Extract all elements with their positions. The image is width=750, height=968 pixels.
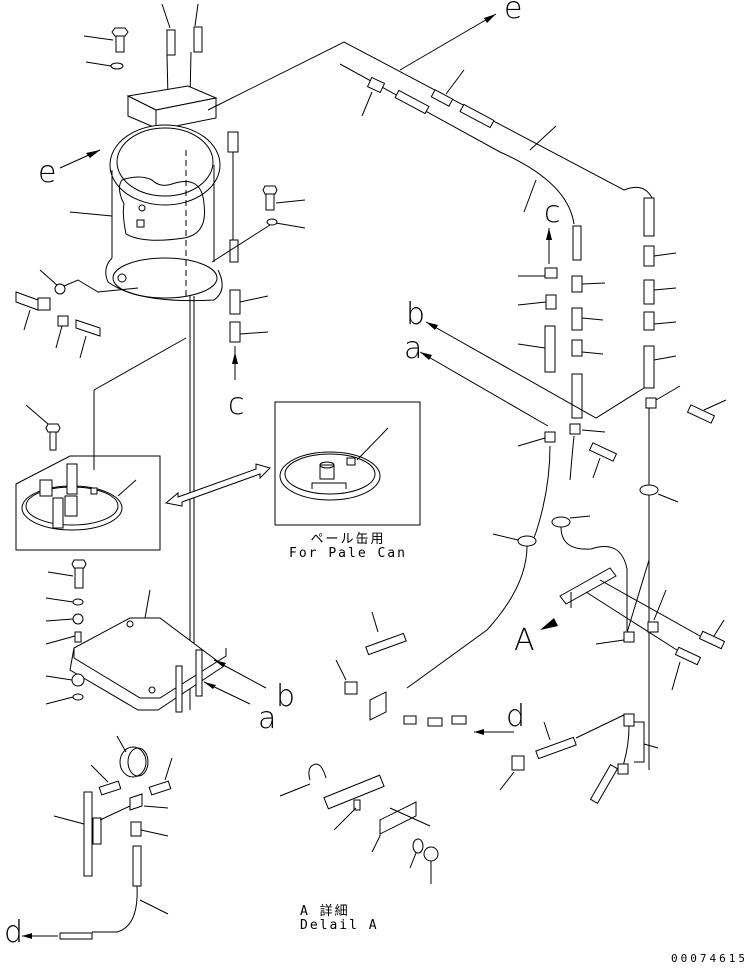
pale-can-caption-en: For Pale Can xyxy=(289,546,407,561)
lower-hoses xyxy=(335,611,659,805)
ref-label-A-view: A xyxy=(514,623,535,658)
ref-label-d-left: d xyxy=(4,915,24,950)
fitting-1 xyxy=(229,289,241,315)
ref-label-b-upper: b xyxy=(406,297,426,332)
document-number: 00074615 xyxy=(671,952,748,965)
level-card-1 xyxy=(166,29,176,56)
pale-can-inset xyxy=(274,401,421,526)
washer-top xyxy=(110,62,124,70)
ref-label-e-left: e xyxy=(38,155,57,190)
detail-a-caption-jp: A 詳細 xyxy=(300,904,350,919)
lid-inset-left xyxy=(15,404,161,551)
base-plate xyxy=(69,589,227,713)
ref-label-e-top: e xyxy=(504,0,523,26)
ref-label-c-top: c xyxy=(544,195,561,230)
pressure-gauge-assembly xyxy=(22,735,173,940)
ref-label-c-left: c xyxy=(228,387,245,422)
bolt-top xyxy=(83,27,129,53)
right-hoses xyxy=(207,13,727,770)
breather-parts xyxy=(15,269,139,359)
bolt-right xyxy=(262,185,306,211)
grease-tank-assembly xyxy=(69,3,239,302)
pale-can-caption-jp: ペール缶用 xyxy=(310,532,386,547)
fitting-2 xyxy=(229,321,241,343)
detail-a-caption-en: Delail A xyxy=(300,918,379,933)
plate-hardware xyxy=(45,559,87,705)
ref-label-a-upper: a xyxy=(404,331,423,366)
ref-label-b-lower: b xyxy=(276,679,296,714)
detail-A-parts xyxy=(279,763,439,884)
ref-label-d-right: d xyxy=(506,699,526,734)
level-card-2 xyxy=(193,26,203,53)
bracket-detail-A xyxy=(540,567,726,691)
double-arrow xyxy=(164,463,271,507)
ref-label-a-lower: a xyxy=(258,701,277,736)
